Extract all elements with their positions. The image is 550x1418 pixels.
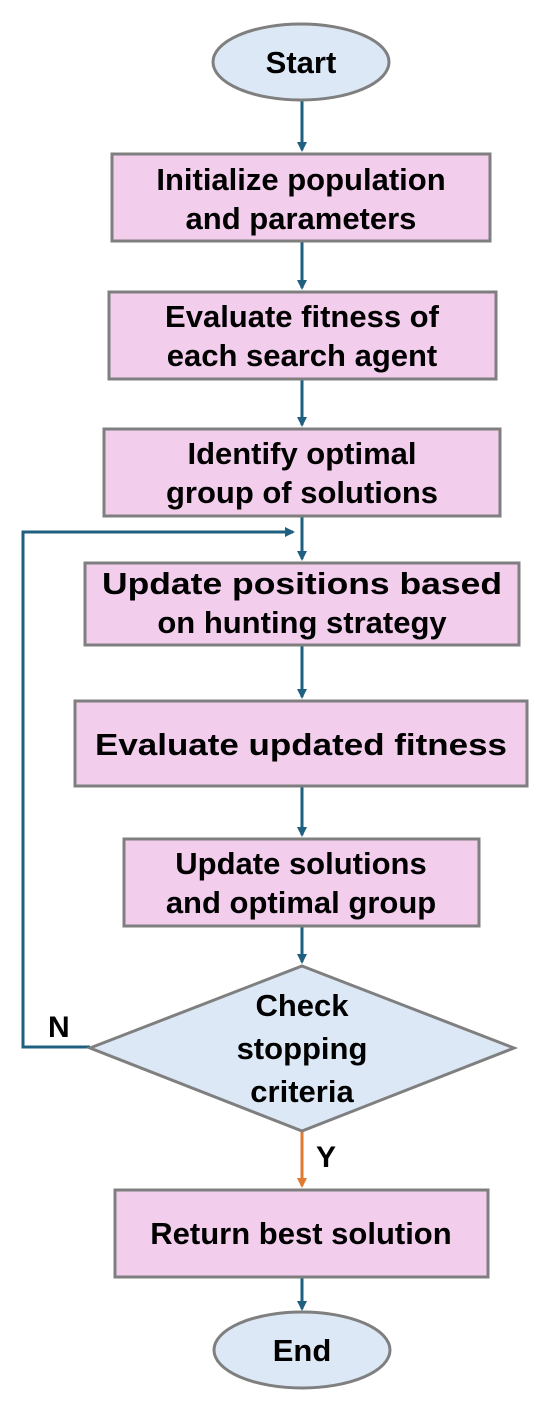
update-solutions-box	[122, 837, 481, 928]
identify-box	[102, 427, 502, 518]
initialize-label-line-1: Initialize population	[156, 162, 445, 197]
yes-branch-label: Y	[316, 1141, 336, 1174]
no-branch-label: N	[48, 1011, 70, 1044]
evaluate-fitness-label-line-2: each search agent	[167, 338, 438, 373]
update-positions-label-line-2: on hunting strategy	[157, 605, 447, 640]
identify-label-line-2: group of solutions	[166, 475, 438, 510]
initialize-box	[110, 152, 492, 243]
start-label: Start	[266, 45, 337, 80]
check-label-line-2: stopping	[237, 1031, 368, 1066]
connectors	[21, 100, 307, 1311]
return-best-label: Return best solution	[150, 1216, 451, 1251]
return-best-box	[113, 1188, 490, 1279]
end-label: End	[273, 1333, 332, 1368]
evaluate-fitness-label-line-1: Evaluate fitness of	[165, 299, 440, 334]
update-positions-box	[83, 561, 521, 647]
initialize-label-line-2: and parameters	[186, 201, 417, 236]
update-solutions-label-line-1: Update solutions	[175, 846, 426, 881]
check-decision	[85, 964, 519, 1133]
start-terminal	[211, 22, 391, 102]
evaluate-fitness-box	[107, 290, 498, 381]
node-labels: Start Initialize population and paramete…	[95, 45, 507, 1368]
update-solutions-label-line-2: and optimal group	[166, 885, 436, 920]
evaluate-updated-box	[73, 699, 529, 788]
loop-back-arrow-no	[21, 527, 295, 1049]
check-label-line-3: criteria	[250, 1074, 354, 1109]
evaluate-updated-label: Evaluate updated fitness	[95, 727, 507, 762]
check-label-line-1: Check	[255, 988, 349, 1023]
identify-label-line-1: Identify optimal	[187, 436, 416, 471]
update-positions-label-line-1: Update positions based	[102, 566, 502, 601]
nodes	[73, 22, 529, 1390]
end-terminal	[212, 1310, 392, 1390]
